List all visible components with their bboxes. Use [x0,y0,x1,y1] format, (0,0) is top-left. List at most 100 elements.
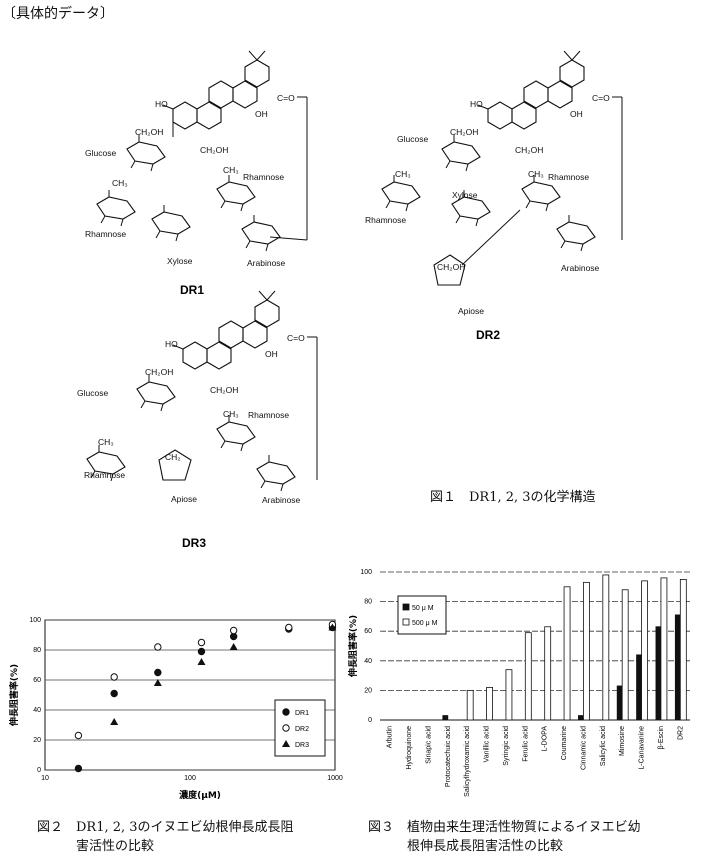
y-tick-label: 60 [33,677,41,684]
y-axis-label: 伸長阻害率(%) [347,615,359,678]
data-point-dr3 [229,643,238,650]
svg-text:CH₂OH: CH₂OH [437,262,465,272]
legend-marker [282,740,290,747]
category-label: Syringic acid [503,726,510,766]
category-label: Coumarine [561,726,568,760]
legend-label: DR3 [295,742,309,749]
y-tick-label: 100 [360,569,372,576]
y-tick-label: 80 [33,647,41,654]
figure1-structures: HO OH C=O CH₂OH CH₂OH CH₃ CH₃ HO OH C=O … [77,0,623,550]
sugar-label: Glucose [85,148,116,158]
sugar-label: Apiose [458,306,484,316]
legend-label: 500 μ M [412,620,438,627]
bar-500um [524,632,532,721]
svg-text:C=O: C=O [287,333,305,343]
svg-text:CH₃: CH₃ [395,169,411,179]
bar-500um [679,578,687,721]
sugar-label: Xylose [452,190,478,200]
bar-500um [486,687,493,721]
category-label: Ferulic acid [522,726,529,762]
figure2-caption: 図２ DR1, 2, 3のイヌエビ幼根伸長成長阻 害活性の比較 [37,818,357,856]
sugar-label: Rhamnose [365,215,406,225]
compound-id: DR3 [182,536,206,550]
category-label: DR2 [677,726,684,740]
y-tick-label: 60 [364,628,372,635]
bar-500um [641,580,648,721]
svg-text:CH₂OH: CH₂OH [135,127,163,137]
sugar-label: Arabinose [262,495,301,505]
sugar-label: Xylose [167,256,193,266]
bar-50um [442,715,449,721]
category-label: L-Canavanine [639,726,646,770]
y-tick-label: 0 [368,717,372,724]
svg-text:CH₃: CH₃ [112,178,128,188]
legend-marker [282,724,290,732]
svg-text:HO: HO [470,99,483,109]
svg-text:CH₂OH: CH₂OH [200,145,228,155]
bar-50um [636,654,642,721]
y-axis-label: 伸長阻害率(%) [8,664,20,727]
legend-swatch [402,603,410,611]
svg-text:CH₃: CH₃ [223,165,239,175]
category-label: Protocatechuic acid [445,726,452,787]
bar-50um [616,685,623,721]
svg-text:CH₂: CH₂ [165,452,181,462]
figure3-caption-line1: 図３ 植物由来生理活性物質によるイヌエビ幼 [368,820,641,835]
category-label: β-Escin [658,726,665,750]
structure-dr1: HO OH C=O CH₂OH CH₂OH CH₃ CH₃ [96,51,308,252]
sugar-label: Glucose [77,388,108,398]
data-point-dr2 [154,643,162,651]
data-point-dr3 [153,679,162,686]
bar-500um [544,626,552,721]
legend-label: DR1 [295,710,309,717]
legend-swatch [402,618,410,626]
data-point-dr2 [229,626,238,635]
category-label: Sinapic acid [425,726,432,764]
figure3-caption: 図３ 植物由来生理活性物質によるイヌエビ幼 根伸長成長阻害活性の比較 [368,818,708,856]
sugar-label: Apiose [171,494,197,504]
svg-text:OH: OH [570,109,583,119]
x-tick-label: 10 [41,775,49,782]
svg-text:CH₂OH: CH₂OH [145,367,173,377]
sugar-label: Rhamnose [248,410,289,420]
compound-id: DR1 [180,283,204,297]
data-point-dr3 [328,623,337,631]
svg-text:CH₂OH: CH₂OH [450,127,478,137]
x-tick-label: 100 [184,775,196,782]
sugar-label: Rhamnose [85,229,126,239]
bar-500um [621,589,629,721]
data-point-dr2 [74,731,83,740]
legend-label: 50 μ M [412,605,434,612]
category-label: Vanillic acid [484,726,491,763]
category-label: Salicylic acid [600,726,607,766]
section-header: 〔具体的データ〕 [2,6,114,22]
structure-dr3: HO OH C=O CH₂OH CH₂OH CH₂ CH₃ CH₃ [86,291,318,492]
figure2-caption-line1: 図２ DR1, 2, 3のイヌエビ幼根伸長成長阻 [37,820,294,835]
category-label: Salicylhydroxamic acid [464,726,471,797]
y-tick-label: 80 [364,599,372,606]
y-tick-label: 20 [33,737,41,744]
bar-500um [660,577,668,721]
sugar-label: Arabinose [247,258,286,268]
svg-text:OH: OH [265,349,278,359]
bar-50um [655,626,662,721]
figure1-caption: 図１ DR1, 2, 3の化学構造 [430,490,596,505]
bar-500um [563,586,571,721]
y-tick-label: 40 [364,658,372,665]
bar-50um [674,614,681,721]
sugar-label: Arabinose [561,263,600,273]
data-point-dr1 [110,689,118,698]
svg-text:CH₃: CH₃ [223,409,239,419]
category-label: L-DOPA [542,726,549,752]
x-axis-label: 濃度(μM) [179,789,221,801]
structure-dr2: HO OH C=O CH₂OH CH₂OH CH₂OH CH₃ CH₃ [381,51,623,286]
data-point-dr1 [154,668,162,677]
y-tick-label: 0 [37,767,41,774]
data-point-dr2 [285,623,293,632]
svg-text:CH₃: CH₃ [98,437,114,447]
data-point-dr3 [110,718,119,725]
bar-500um [466,689,474,721]
svg-text:OH: OH [255,109,268,119]
